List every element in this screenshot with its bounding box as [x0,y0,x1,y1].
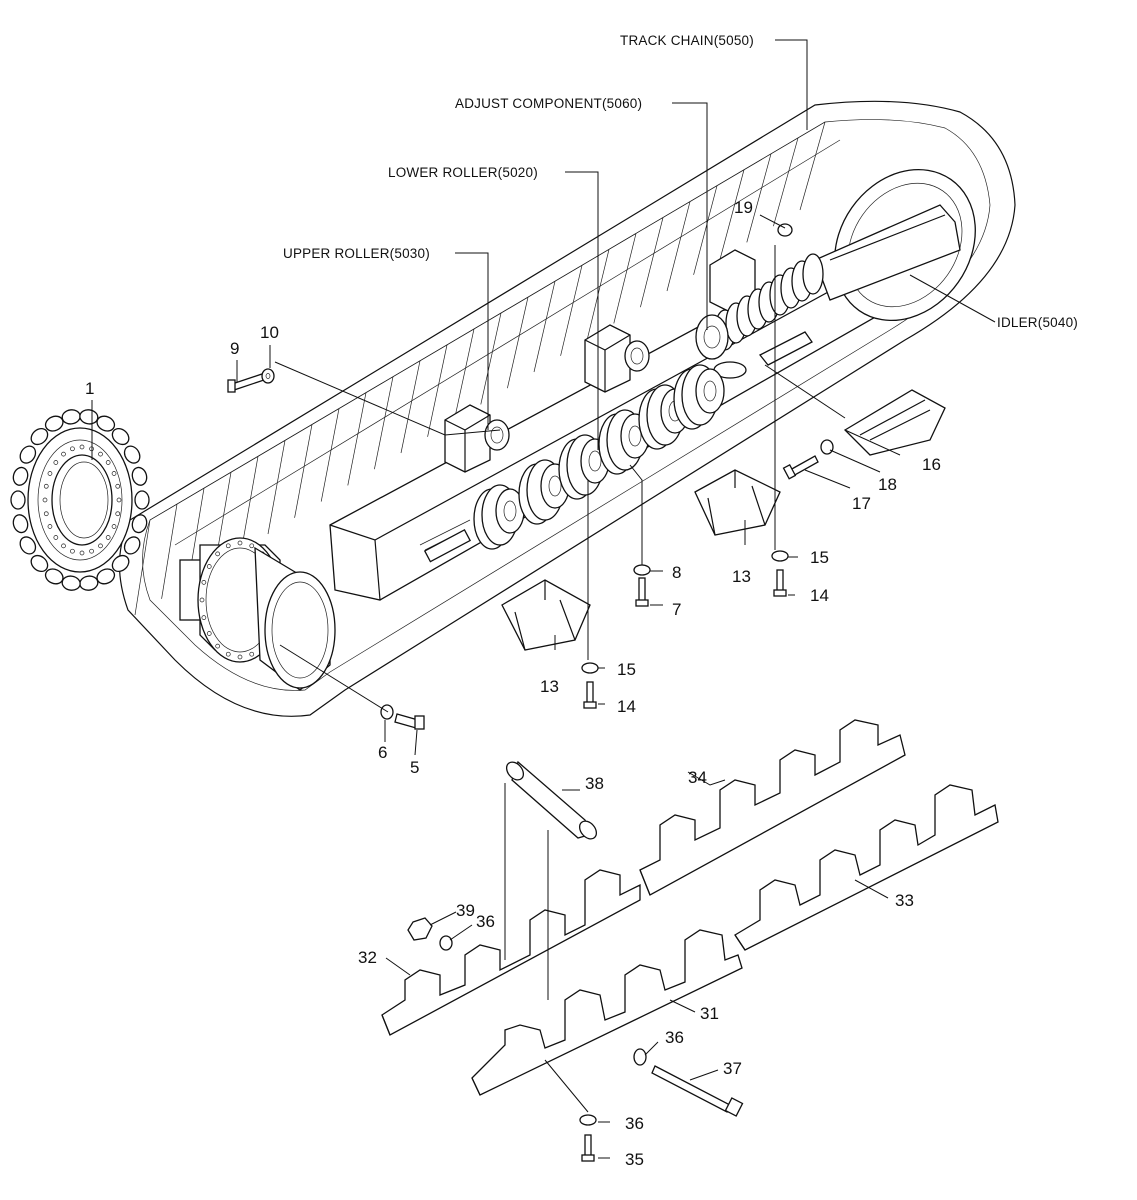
callout-33: 33 [895,891,914,910]
sprocket-drawing [10,409,150,591]
callout-18: 18 [878,475,897,494]
callout-15-left: 15 [617,660,636,679]
lower-roller-drawing [473,364,725,550]
callout-7: 7 [672,600,681,619]
callout-13-right: 13 [732,567,751,586]
callout-1: 1 [85,379,94,398]
track-chain-drawing [118,100,1016,717]
leader-lines [91,39,996,1159]
callout-14-left: 14 [617,697,636,716]
callout-15-right: 15 [810,548,829,567]
callout-32: 32 [358,948,377,967]
final-drive-drawing [179,537,336,691]
callout-8: 8 [672,563,681,582]
guard-16-drawing [843,389,946,456]
track-guard-drawing [501,469,781,651]
callout-19: 19 [734,198,753,217]
component-captions: TRACK CHAIN(5050) ADJUST COMPONENT(5060)… [283,33,1078,330]
callout-38: 38 [585,774,604,793]
callout-6: 6 [378,743,387,762]
callout-36-top: 36 [476,912,495,931]
callout-39: 39 [456,901,475,920]
hardware-drawing [227,223,834,730]
callout-31: 31 [700,1004,719,1023]
caption-upper-roller: UPPER ROLLER(5030) [283,246,430,261]
callout-13-left: 13 [540,677,559,696]
callout-36-middle: 36 [665,1028,684,1047]
callout-37: 37 [723,1059,742,1078]
callout-34: 34 [688,768,707,787]
callout-16: 16 [922,455,941,474]
callout-35: 35 [625,1150,644,1169]
caption-adjust-component: ADJUST COMPONENT(5060) [455,96,642,111]
callout-10: 10 [260,323,279,342]
callout-17: 17 [852,494,871,513]
callout-5: 5 [410,758,419,777]
callout-14-right: 14 [810,586,829,605]
idler-drawing [814,168,976,322]
caption-idler: IDLER(5040) [997,315,1078,330]
callout-numbers: 1 5 6 7 8 9 10 13 13 14 14 15 15 16 17 1… [85,198,941,1169]
callout-9: 9 [230,339,239,358]
callout-36-bottom: 36 [625,1114,644,1133]
caption-track-chain: TRACK CHAIN(5050) [620,33,754,48]
caption-lower-roller: LOWER ROLLER(5020) [388,165,538,180]
guard-rail-drawing [381,719,999,1162]
